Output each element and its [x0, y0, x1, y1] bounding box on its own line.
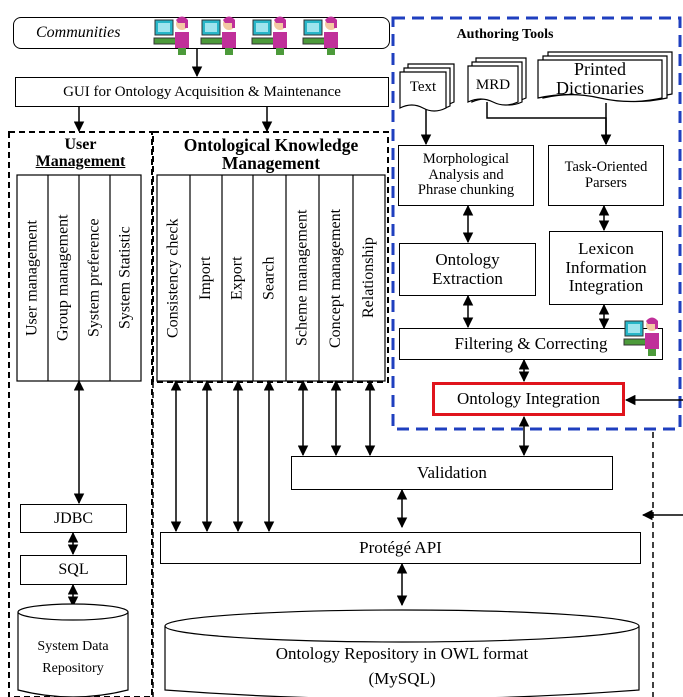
group-management-column: Group management — [54, 214, 72, 342]
column-outlines — [16, 174, 386, 382]
gui-box: GUI for Ontology Acquisition & Maintenan… — [15, 77, 389, 107]
outer-dashed-border — [152, 382, 654, 697]
gui-label: GUI for Ontology Acquisition & Maintenan… — [63, 83, 341, 100]
system-statistic-column: System Statistic — [116, 226, 134, 330]
filtering-correcting-box: Filtering & Correcting — [399, 328, 663, 360]
person-icon — [302, 16, 338, 55]
communities-label: Communities — [36, 24, 121, 42]
authoring-tools-region — [391, 16, 682, 431]
lexicon-information-integration-box: Lexicon Information Integration — [549, 231, 663, 305]
consistency-check-column: Consistency check — [164, 218, 182, 338]
printed-dictionaries-label: Printed Dictionaries — [556, 59, 644, 98]
person-icon — [153, 16, 189, 55]
protege-api-box: Protégé API — [160, 532, 641, 564]
validation-box: Validation — [291, 456, 613, 490]
search-column: Search — [260, 256, 278, 300]
system-preference-column: System preference — [85, 218, 103, 338]
person-icon — [623, 317, 659, 356]
task-oriented-parsers-box: Task-Oriented Parsers — [548, 145, 664, 206]
connectors — [67, 49, 683, 608]
system-data-repository-label: System Data Repository — [37, 639, 109, 677]
ontology-integration-box: Ontology Integration — [432, 382, 625, 416]
ontology-repository-cylinder — [164, 609, 640, 697]
relationship-column: Relationship — [360, 237, 377, 319]
text-source-label: Text — [409, 79, 437, 95]
scheme-management-column: Scheme management — [293, 209, 311, 347]
okm-title: Ontological Knowledge Management — [183, 135, 359, 173]
mrd-source-label: MRD — [475, 77, 511, 93]
user-management-column: User management — [23, 220, 41, 336]
source-documents — [399, 51, 673, 112]
concept-management-column: Concept management — [327, 208, 344, 348]
import-column: Import — [197, 256, 214, 300]
morphological-analysis-box: Morphological Analysis and Phrase chunki… — [398, 145, 534, 206]
ontology-extraction-box: Ontology Extraction — [399, 243, 536, 296]
person-icon — [200, 16, 236, 55]
export-column: Export — [228, 256, 246, 300]
user-management-title: User Management — [35, 136, 126, 170]
sql-box: SQL — [20, 555, 127, 585]
ontology-repository-label: Ontology Repository in OWL format (MySQL… — [275, 644, 529, 688]
jdbc-box: JDBC — [20, 504, 127, 533]
person-icon — [251, 16, 287, 55]
authoring-tools-title: Authoring Tools — [456, 27, 554, 42]
